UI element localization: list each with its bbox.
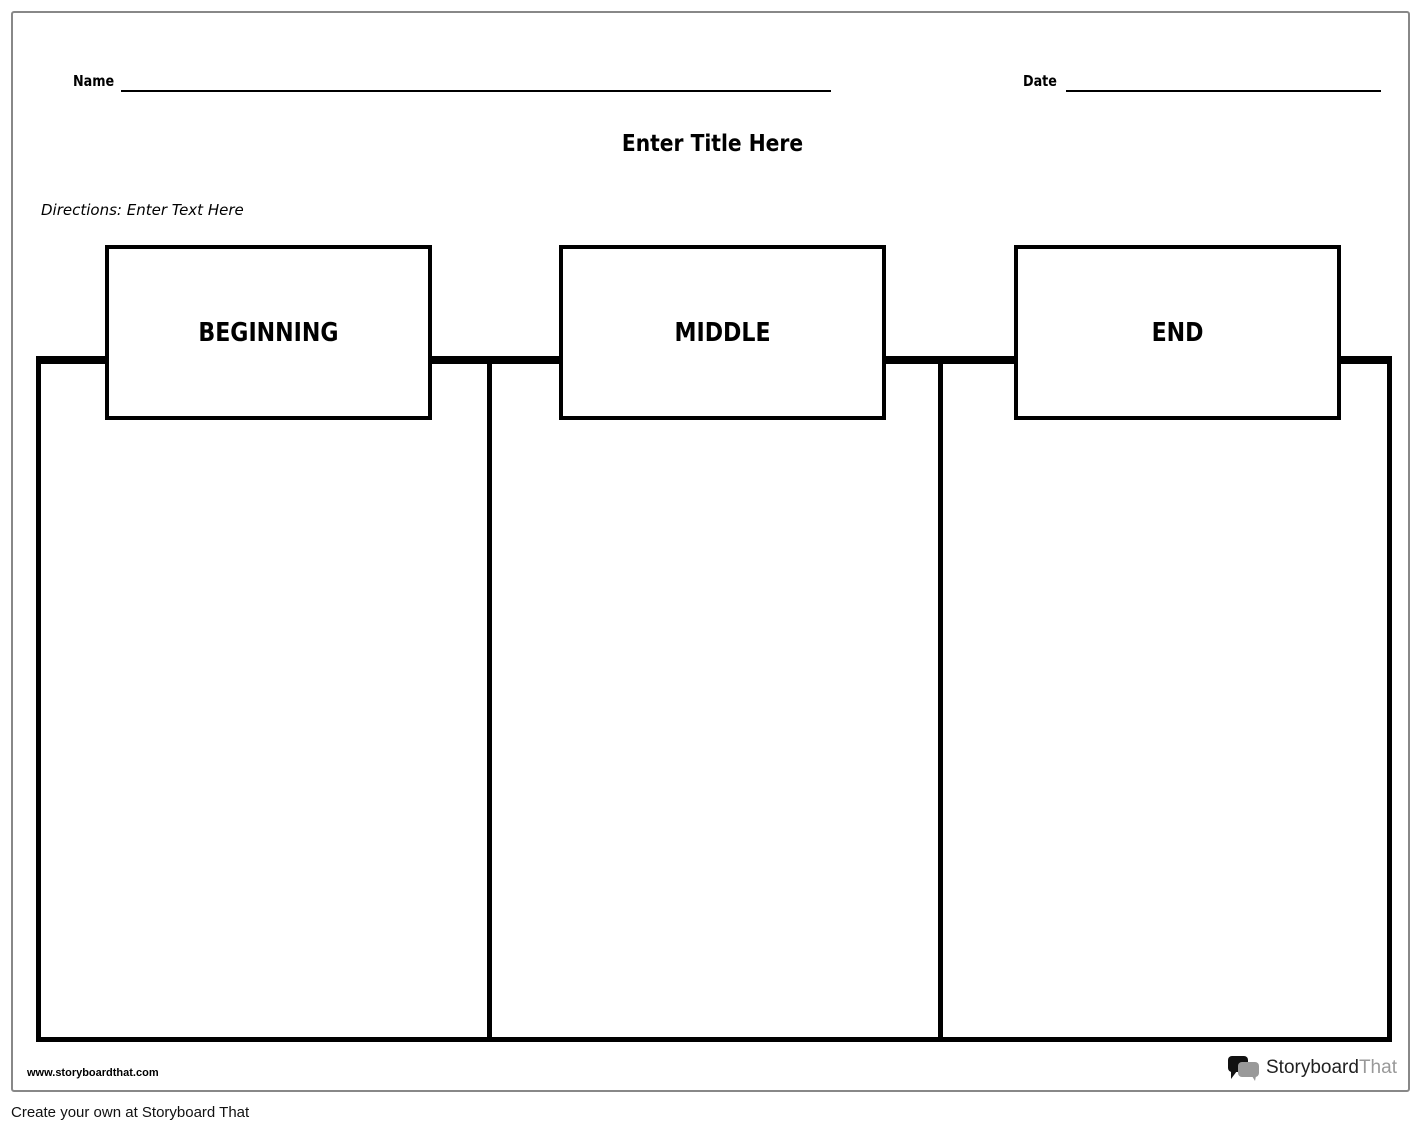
- speech-bubbles-icon: [1228, 1056, 1259, 1081]
- name-label: Name: [73, 72, 115, 90]
- logo-text: Storyboard: [1266, 1057, 1359, 1078]
- footer-caption[interactable]: Create your own at Storyboard That: [11, 1104, 250, 1121]
- logo-text-that: That: [1358, 1057, 1397, 1078]
- name-line: [121, 90, 831, 92]
- date-line: [1066, 90, 1381, 92]
- page-title: Enter Title Here: [621, 131, 804, 157]
- website-url: www.storyboardthat.com: [27, 1067, 159, 1079]
- column-header-middle: MIDDLE: [559, 245, 886, 420]
- column-divider: [938, 360, 943, 1042]
- column-header-end: END: [1014, 245, 1341, 420]
- column-label: END: [1151, 317, 1204, 348]
- column-divider: [487, 360, 492, 1042]
- column-label: MIDDLE: [674, 317, 771, 348]
- column-header-beginning: BEGINNING: [105, 245, 432, 420]
- worksheet-frame: [11, 11, 1410, 1092]
- directions: Directions: Enter Text Here: [41, 201, 244, 219]
- columns-frame: [36, 356, 1392, 1042]
- date-label: Date: [1023, 72, 1057, 90]
- column-label: BEGINNING: [198, 317, 339, 348]
